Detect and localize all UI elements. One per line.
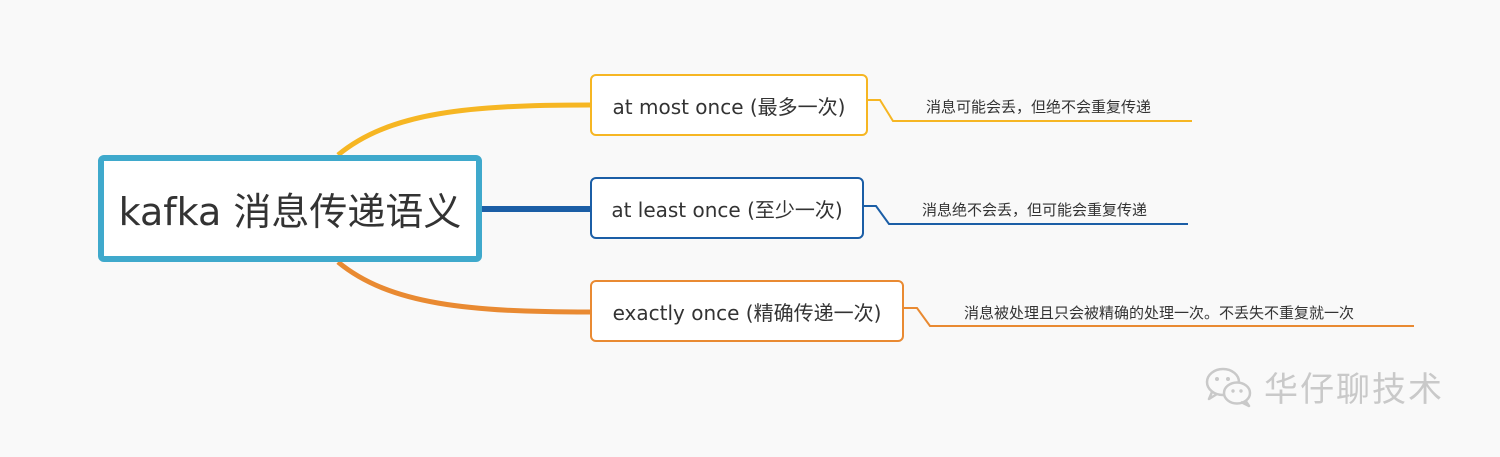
- note-line-at-least-once: [864, 205, 1188, 225]
- branch-at-most-once[interactable]: at most once (最多一次): [590, 74, 868, 136]
- root-topic-label: kafka 消息传递语义: [118, 190, 462, 234]
- note-at-least-once: 消息绝不会丢，但可能会重复传递: [922, 201, 1148, 219]
- connector-exactly-once: [336, 260, 591, 315]
- branch-at-least-once[interactable]: at least once (至少一次): [590, 177, 864, 239]
- branch-exactly-once[interactable]: exactly once (精确传递一次): [590, 280, 904, 342]
- branch-label: at most once (最多一次): [612, 94, 846, 119]
- note-at-most-once: 消息可能会丢，但绝不会重复传递: [926, 98, 1152, 116]
- connector-at-most-once: [336, 102, 591, 157]
- note-line-exactly-once: [904, 307, 1414, 327]
- note-line-at-most-once: [868, 99, 1192, 122]
- branch-label: exactly once (精确传递一次): [612, 300, 882, 325]
- watermark-text: 华仔聊技术: [1264, 370, 1444, 410]
- note-exactly-once: 消息被处理且只会被精确的处理一次。不丢失不重复就一次: [964, 304, 1355, 322]
- watermark: 华仔聊技术: [1204, 362, 1444, 411]
- root-topic[interactable]: kafka 消息传递语义: [98, 155, 482, 262]
- wechat-icon: [1205, 367, 1252, 407]
- branch-label: at least once (至少一次): [611, 197, 843, 222]
